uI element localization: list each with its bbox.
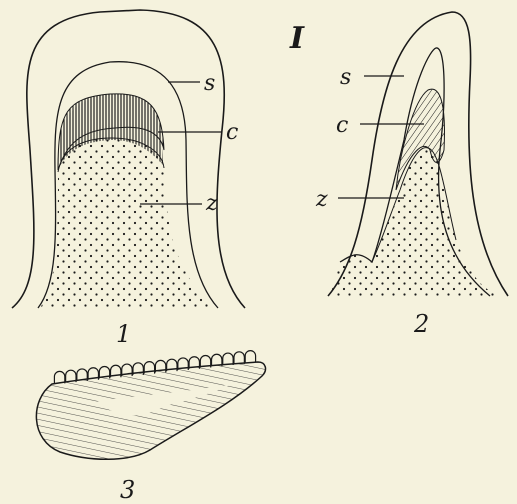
- figure-2-label-z: z: [315, 187, 328, 212]
- figure-1-tooth: s c z 1: [12, 10, 246, 348]
- figure-1-number: 1: [116, 320, 131, 348]
- figure-1-pulp: [40, 138, 216, 308]
- figure-1-label-c: c: [226, 120, 238, 145]
- figure-2-pulp: [330, 148, 498, 296]
- figure-2-tooth: s c z 2: [315, 12, 508, 338]
- figure-2-label-s: s: [340, 65, 351, 90]
- figure-3-tooth: [245, 351, 255, 363]
- figure-3-tooth: [234, 352, 244, 364]
- figure-1-label-s: s: [204, 71, 215, 96]
- figure-3-jaw: 3: [36, 351, 265, 504]
- figure-2-label-c: c: [336, 113, 348, 138]
- figure-3-number: 3: [120, 476, 135, 504]
- figure-1-label-z: z: [205, 191, 218, 216]
- plate-label: I: [289, 21, 305, 56]
- figure-2-number: 2: [413, 310, 429, 338]
